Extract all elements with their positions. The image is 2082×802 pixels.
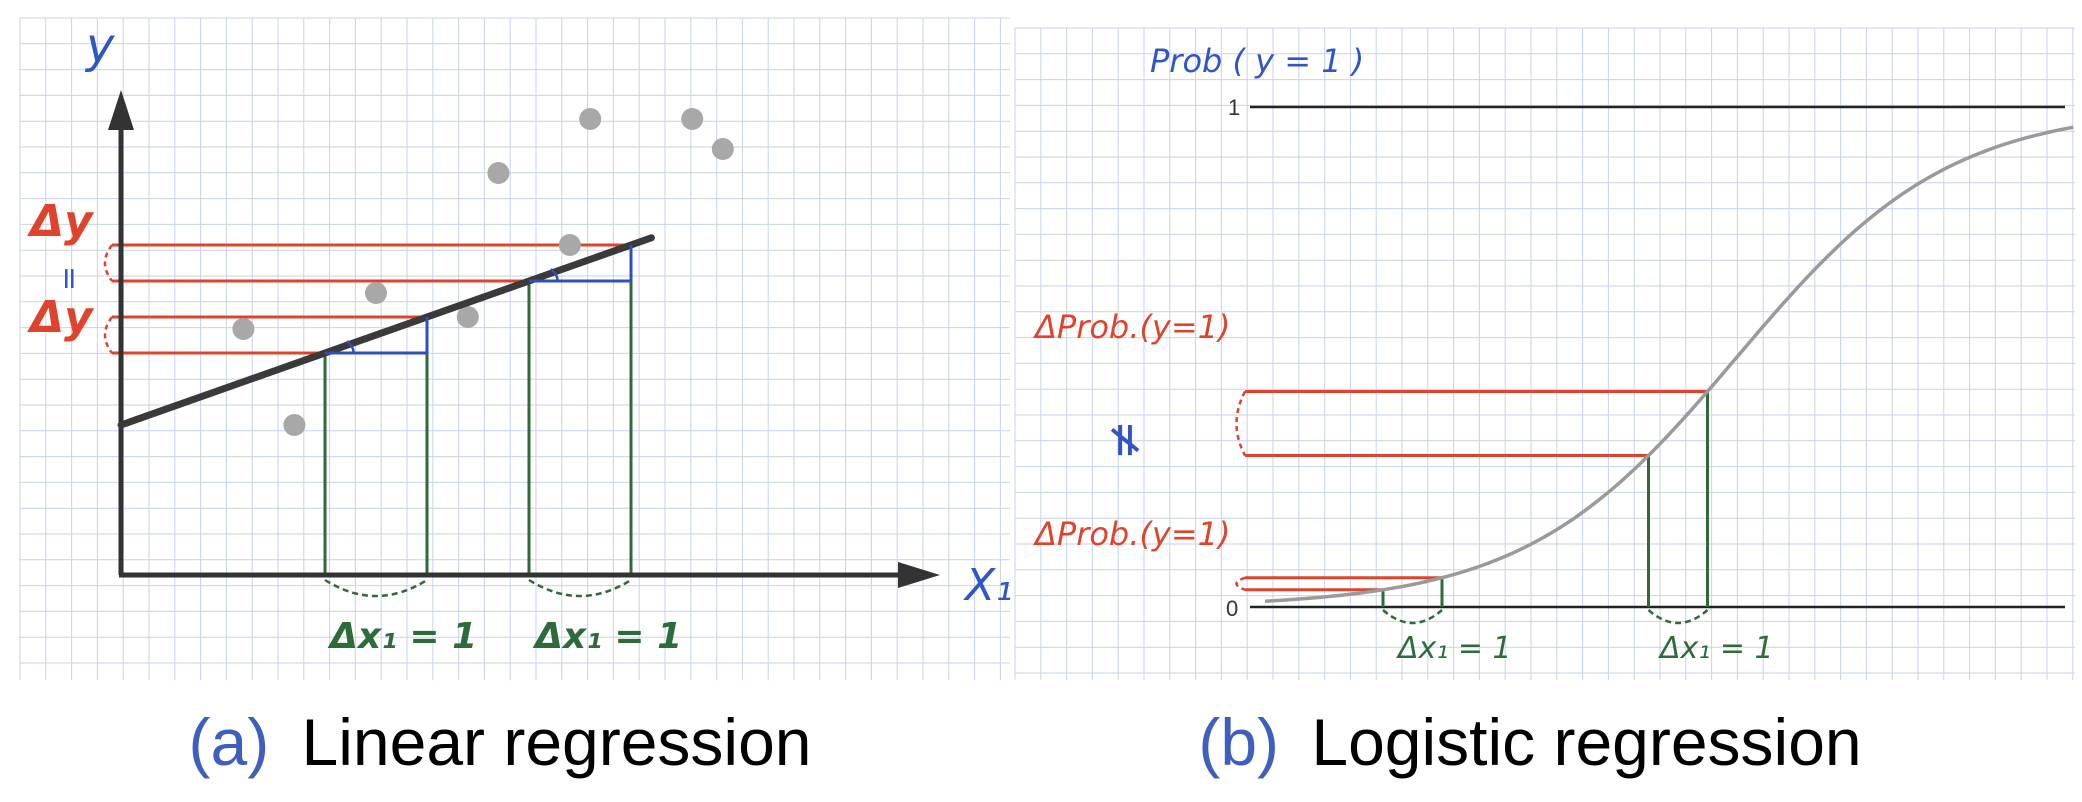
data-point	[711, 138, 734, 160]
delta-y-guides	[103, 243, 631, 355]
data-point	[283, 414, 306, 436]
slope-angle-arc	[346, 340, 355, 354]
delta-p-label-top: ΔProb.(y=1)	[1032, 308, 1230, 346]
delta-p-brace	[1235, 576, 1246, 591]
not-equal-sign: ≠	[1098, 420, 1154, 460]
caption-a-letter: (a)	[189, 705, 270, 779]
x-axis-arrowhead	[898, 562, 940, 588]
sigmoid-curve	[1264, 125, 2074, 603]
slope-triangles	[325, 245, 633, 355]
y-axis-label: y	[84, 18, 115, 74]
delta-y-brace	[103, 244, 114, 282]
delta-x-brace	[1382, 609, 1443, 625]
slope-triangle	[529, 245, 633, 283]
grid-b	[1014, 27, 2075, 680]
delta-p-brace	[1235, 390, 1247, 457]
slope-triangle	[325, 317, 429, 355]
data-point	[365, 282, 387, 304]
y-axis-arrowhead	[108, 90, 134, 130]
delta-p-label-bottom: ΔProb.(y=1)	[1032, 515, 1230, 553]
equals-sign: =	[52, 266, 87, 291]
panel-b-logistic-regression: 1 0 Prob ( y = 1 ) ΔProb.(y=1) ≠ ΔProb.(…	[1014, 27, 2075, 779]
data-points	[232, 108, 734, 436]
prob-axis-label: Prob ( y = 1 )	[1150, 42, 1364, 80]
delta-x-label-left: Δx₁ = 1	[327, 616, 477, 657]
data-point	[681, 108, 704, 130]
delta-y-label-top: Δy	[27, 196, 95, 247]
delta-y-brace	[103, 316, 114, 354]
delta-p-guides	[1235, 390, 1709, 625]
panel-a-linear-regression: y X₁ Δy = Δy Δx₁ = 1 Δx₁ = 1 (a) Linear …	[19, 17, 1013, 779]
data-point	[487, 162, 510, 184]
data-point	[579, 108, 602, 130]
grid-a	[19, 17, 1010, 680]
delta-x-brace	[324, 578, 428, 598]
slope-angle-arc	[550, 268, 559, 282]
caption-b: (b) Logistic regression	[1198, 705, 1861, 779]
caption-a-text: Linear regression	[302, 705, 812, 779]
delta-x-guides	[323, 245, 633, 598]
data-point	[558, 234, 581, 256]
tick-zero: 0	[1226, 596, 1238, 621]
delta-x-brace	[528, 578, 632, 598]
caption-b-text: Logistic regression	[1311, 705, 1861, 779]
x-axis-label: X₁	[963, 560, 1013, 611]
delta-x-brace	[1647, 609, 1709, 625]
delta-y-label-bottom: Δy	[27, 292, 95, 343]
delta-x-label-left-b: Δx₁ = 1	[1396, 631, 1512, 666]
delta-x-label-right: Δx₁ = 1	[532, 616, 682, 657]
caption-a: (a) Linear regression	[189, 705, 812, 779]
data-point	[456, 306, 479, 328]
caption-b-letter: (b)	[1198, 705, 1279, 779]
tick-one: 1	[1228, 95, 1240, 120]
data-point	[232, 318, 255, 340]
regression-line	[117, 234, 655, 429]
delta-x-label-right-b: Δx₁ = 1	[1658, 631, 1774, 666]
